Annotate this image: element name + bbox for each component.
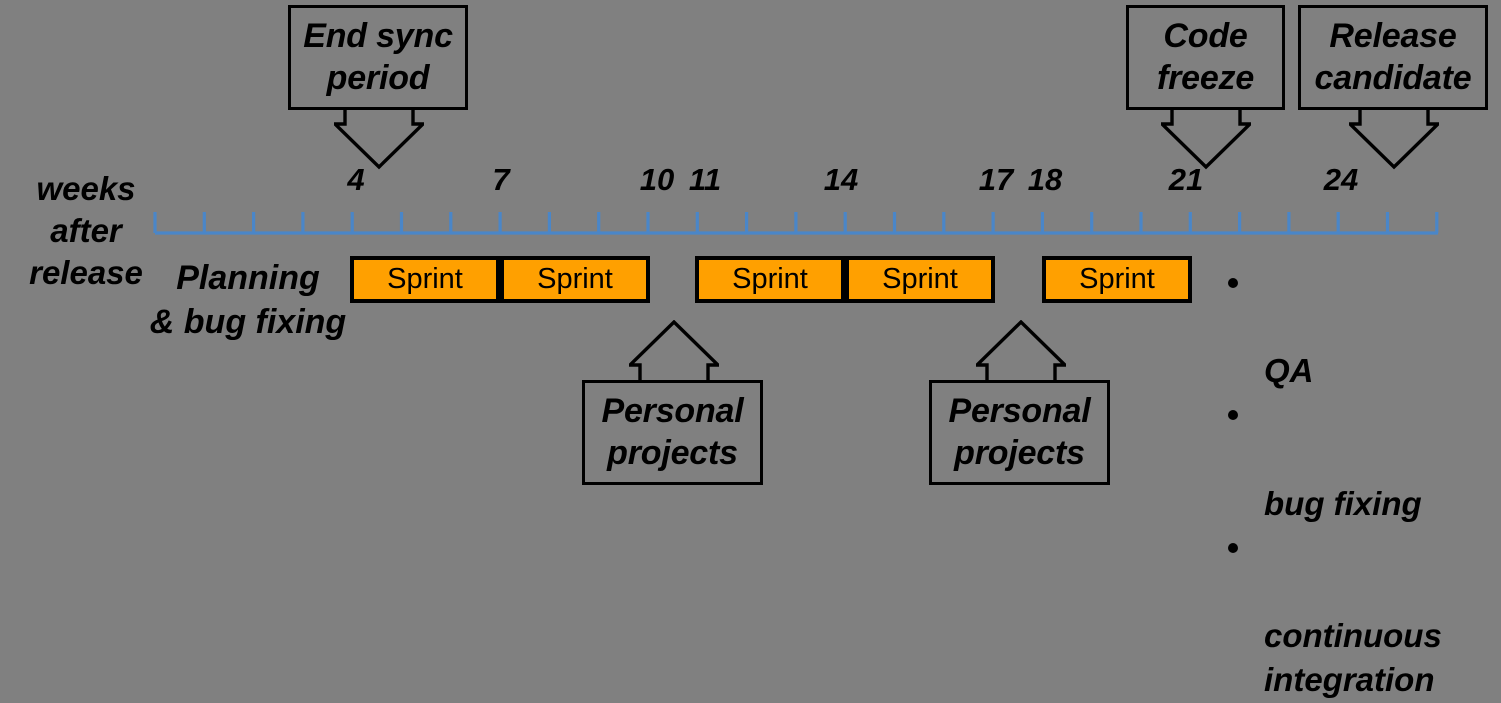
callout-end-sync-period-line1: End sync — [303, 17, 453, 56]
list-item-bug-fixing: bug fixing — [1218, 395, 1493, 526]
week-label-11: 11 — [688, 162, 722, 197]
planning-label-line1: Planning — [176, 259, 320, 297]
planning-label-line2: & bug fixing — [149, 302, 347, 341]
axis-caption: weeks after release — [6, 168, 166, 295]
week-label-4: 4 — [347, 162, 365, 197]
week-label-10: 10 — [639, 162, 675, 197]
callout-code-freeze: Code freeze — [1126, 5, 1285, 110]
week-label-14: 14 — [823, 162, 859, 197]
list-item-qa-label: QA — [1264, 352, 1314, 390]
sprint-box-1[interactable]: Sprint — [350, 256, 500, 303]
callout-personal-projects-2: Personal projects — [929, 380, 1110, 485]
list-item-continuous-integration-label: continuous integration — [1264, 617, 1442, 698]
week-label-17: 17 — [978, 162, 1014, 197]
week-label-21: 21 — [1168, 162, 1204, 197]
callout-code-freeze-line2: freeze — [1156, 58, 1255, 97]
bullet-dot-icon — [1228, 277, 1238, 288]
callout-personal-projects-2-line2: projects — [954, 433, 1085, 472]
list-item-qa: QA — [1218, 262, 1493, 393]
week-label-7: 7 — [492, 162, 510, 197]
callout-end-sync-period-line2: period — [326, 58, 430, 97]
week-label-18: 18 — [1027, 162, 1063, 197]
axis-caption-line3: release — [29, 254, 143, 292]
timeline-axis — [153, 212, 1439, 235]
timeline-diagram: End sync period Code freeze Release cand… — [6, 5, 1488, 698]
callout-personal-projects-1: Personal projects — [582, 380, 763, 485]
week-label-24: 24 — [1323, 162, 1359, 197]
list-item-bug-fixing-label: bug fixing — [1264, 484, 1422, 522]
sprint-box-2[interactable]: Sprint — [500, 256, 650, 303]
callout-release-candidate-line2: candidate — [1314, 58, 1472, 97]
callout-personal-projects-2-arrow-icon — [976, 320, 1066, 381]
callout-release-candidate-line1: Release — [1329, 17, 1457, 56]
callout-personal-projects-1-arrow-icon — [629, 320, 719, 381]
callout-end-sync-period: End sync period — [288, 5, 468, 110]
planning-label: Planning & bug fixing — [148, 257, 348, 344]
callout-code-freeze-line1: Code — [1163, 17, 1248, 56]
bullet-dot-icon — [1228, 410, 1238, 421]
callout-end-sync-period-arrow-icon — [334, 108, 424, 170]
axis-caption-line2: after — [50, 212, 122, 250]
callout-personal-projects-2-line1: Personal — [948, 392, 1091, 431]
sprint-box-4[interactable]: Sprint — [845, 256, 995, 303]
callout-code-freeze-arrow-icon — [1161, 108, 1251, 170]
axis-caption-line1: weeks — [36, 170, 136, 207]
callout-personal-projects-1-line1: Personal — [601, 392, 744, 431]
callout-personal-projects-1-line2: projects — [607, 433, 738, 472]
list-item-continuous-integration: continuous integration — [1218, 527, 1493, 701]
sprint-box-5[interactable]: Sprint — [1042, 256, 1192, 303]
activities-list: QA bug fixing continuous integration — [1218, 262, 1493, 703]
sprint-box-3[interactable]: Sprint — [695, 256, 845, 303]
callout-release-candidate: Release candidate — [1298, 5, 1488, 110]
bullet-dot-icon — [1228, 543, 1238, 554]
callout-release-candidate-arrow-icon — [1349, 108, 1439, 170]
